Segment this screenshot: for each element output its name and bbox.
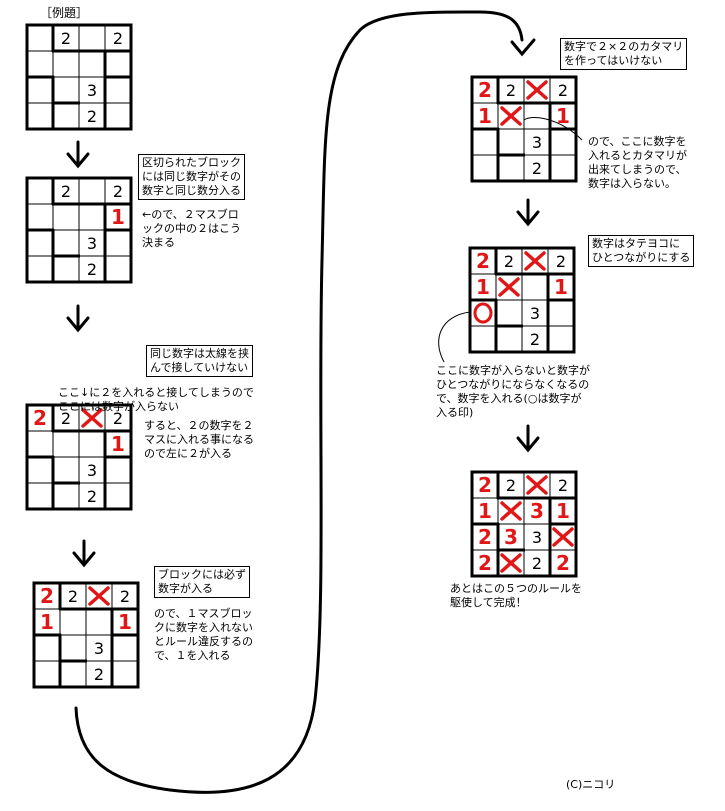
step2b-note: すると、２の数字を２ マスに入れる事になる ので左に２が入る <box>144 419 254 460</box>
given-number: 3 <box>87 461 97 480</box>
step-arrow <box>516 198 540 227</box>
given-number: 2 <box>113 409 123 428</box>
given-number: 2 <box>558 476 568 495</box>
given-number: 2 <box>61 409 71 428</box>
placed-number: 1 <box>554 275 568 299</box>
cross-mark <box>524 251 546 271</box>
rule-cluster-box: 数字で２×２のカタマリ を作ってはいけない <box>560 38 688 70</box>
rule-adjacent-box: 同じ数字は太線を挟 んで接していけない <box>146 345 253 377</box>
cross-mark <box>498 277 520 297</box>
given-number: 3 <box>532 528 542 547</box>
given-number: 2 <box>113 29 123 48</box>
placed-number: 3 <box>504 525 518 549</box>
given-number: 2 <box>506 476 516 495</box>
given-number: 2 <box>87 487 97 506</box>
placed-number: 2 <box>478 525 492 549</box>
given-number: 2 <box>61 182 71 201</box>
cross-mark <box>88 586 110 606</box>
given-number: 2 <box>532 554 542 573</box>
given-number: 2 <box>532 159 542 178</box>
pointer-arc-circle <box>438 311 471 363</box>
cross-mark <box>552 527 574 547</box>
given-number: 2 <box>61 29 71 48</box>
given-number: 3 <box>532 133 542 152</box>
placed-number: 2 <box>478 551 492 575</box>
grid-border <box>25 403 133 511</box>
step-arrow <box>66 304 90 333</box>
step-arrow <box>72 539 96 568</box>
puzzle-grid-1: 2 2 3 2 <box>25 23 133 131</box>
placed-number: 2 <box>33 406 47 430</box>
step-arrow <box>516 424 540 453</box>
placed-number: 1 <box>556 104 570 128</box>
placed-number: 1 <box>40 610 54 634</box>
given-number: 2 <box>94 665 104 684</box>
step-arrow <box>66 140 90 169</box>
credit-label: (C)ニコリ <box>566 778 616 791</box>
step1-note: ←ので、２マスブロ ックの中の２はこう 決まる <box>142 208 241 249</box>
example-title: ［例題］ <box>40 6 89 20</box>
connector-curve <box>74 10 524 794</box>
given-number: 3 <box>87 81 97 100</box>
placed-number: 1 <box>111 432 125 456</box>
circle-mark <box>473 302 493 324</box>
given-number: 2 <box>530 330 540 349</box>
grid-border <box>25 23 133 131</box>
cross-mark <box>500 501 522 521</box>
placed-number: 2 <box>476 249 490 273</box>
cross-mark <box>500 553 522 573</box>
rule-block-box: 区切られたブロック には同じ数字がその 数字と同じ数分入る <box>138 154 245 200</box>
given-number: 3 <box>530 304 540 323</box>
placed-number: 1 <box>476 275 490 299</box>
given-number: 2 <box>556 252 566 271</box>
placed-number: 2 <box>478 473 492 497</box>
cross-mark <box>81 408 103 428</box>
puzzle-grid-2: 2 2 13 2 <box>25 176 133 284</box>
rule-required-box: ブロックには必ず 数字が入る <box>154 566 250 598</box>
step-arrows <box>66 38 540 568</box>
placed-number: 1 <box>478 499 492 523</box>
placed-number: 2 <box>478 78 492 102</box>
placed-number: 1 <box>111 205 125 229</box>
given-number: 2 <box>113 182 123 201</box>
placed-number: 3 <box>530 499 544 523</box>
step6-note: あとはこの５つのルールを 駆使して完成！ <box>450 582 582 609</box>
given-number: 3 <box>87 234 97 253</box>
cross-mark <box>526 80 548 100</box>
given-number: 2 <box>68 587 78 606</box>
given-number: 2 <box>504 252 514 271</box>
given-number: 2 <box>558 81 568 100</box>
grid-border <box>468 246 576 354</box>
placed-number: 2 <box>40 584 54 608</box>
placed-number: 1 <box>118 610 132 634</box>
cross-mark <box>526 475 548 495</box>
given-number: 3 <box>94 639 104 658</box>
grid-border <box>32 581 140 689</box>
step2a-note: ここ↓に２を入れると接してしまうので ここには数字が入らない <box>58 386 254 413</box>
rule-connected-box: 数字はタテヨコに ひとつながりにする <box>588 235 695 267</box>
grid-border <box>470 75 578 183</box>
step3-note: ので、１マスブロッ クに数字を入れない とルール違反するの で、１を入れる <box>154 607 253 662</box>
placed-number: 1 <box>478 104 492 128</box>
grid-border <box>25 176 133 284</box>
connector-arrowhead <box>510 38 536 57</box>
grid-border <box>470 470 578 578</box>
placed-number: 2 <box>556 551 570 575</box>
given-number: 2 <box>506 81 516 100</box>
step5-note: ここに数字が入らないと数字が ひとつながりにならなくなるの で、数字を入れる(○… <box>436 364 590 419</box>
given-number: 2 <box>87 260 97 279</box>
given-number: 2 <box>87 107 97 126</box>
given-number: 2 <box>120 587 130 606</box>
step4-note: ので、ここに数字を 入れるとカタマリが 出来てしまうので、 数字は入らない。 <box>588 135 687 190</box>
cross-mark <box>500 106 522 126</box>
placed-number: 1 <box>556 499 570 523</box>
